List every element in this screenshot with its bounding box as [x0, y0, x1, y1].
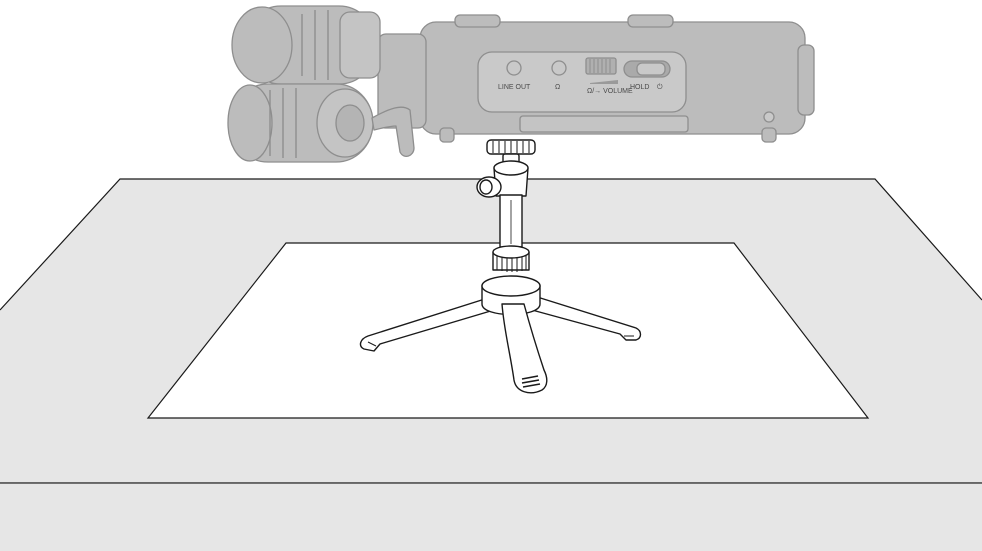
volume-label: Ω/→ VOLUME	[587, 88, 633, 95]
hold-label: HOLD	[630, 84, 649, 91]
tripod-stand	[359, 139, 642, 394]
tripod-leg-left	[359, 297, 495, 352]
headphone-jack	[551, 60, 567, 76]
recorder-device	[227, 5, 815, 163]
line-out-label: LINE OUT	[498, 84, 531, 91]
tripod-leg-front	[501, 303, 548, 394]
headphone-symbol: Ω	[555, 84, 560, 91]
tripod-leg-right	[531, 295, 642, 341]
line-out-jack	[506, 60, 522, 76]
table-front	[0, 484, 982, 551]
power-icon: ⏻	[657, 83, 663, 91]
